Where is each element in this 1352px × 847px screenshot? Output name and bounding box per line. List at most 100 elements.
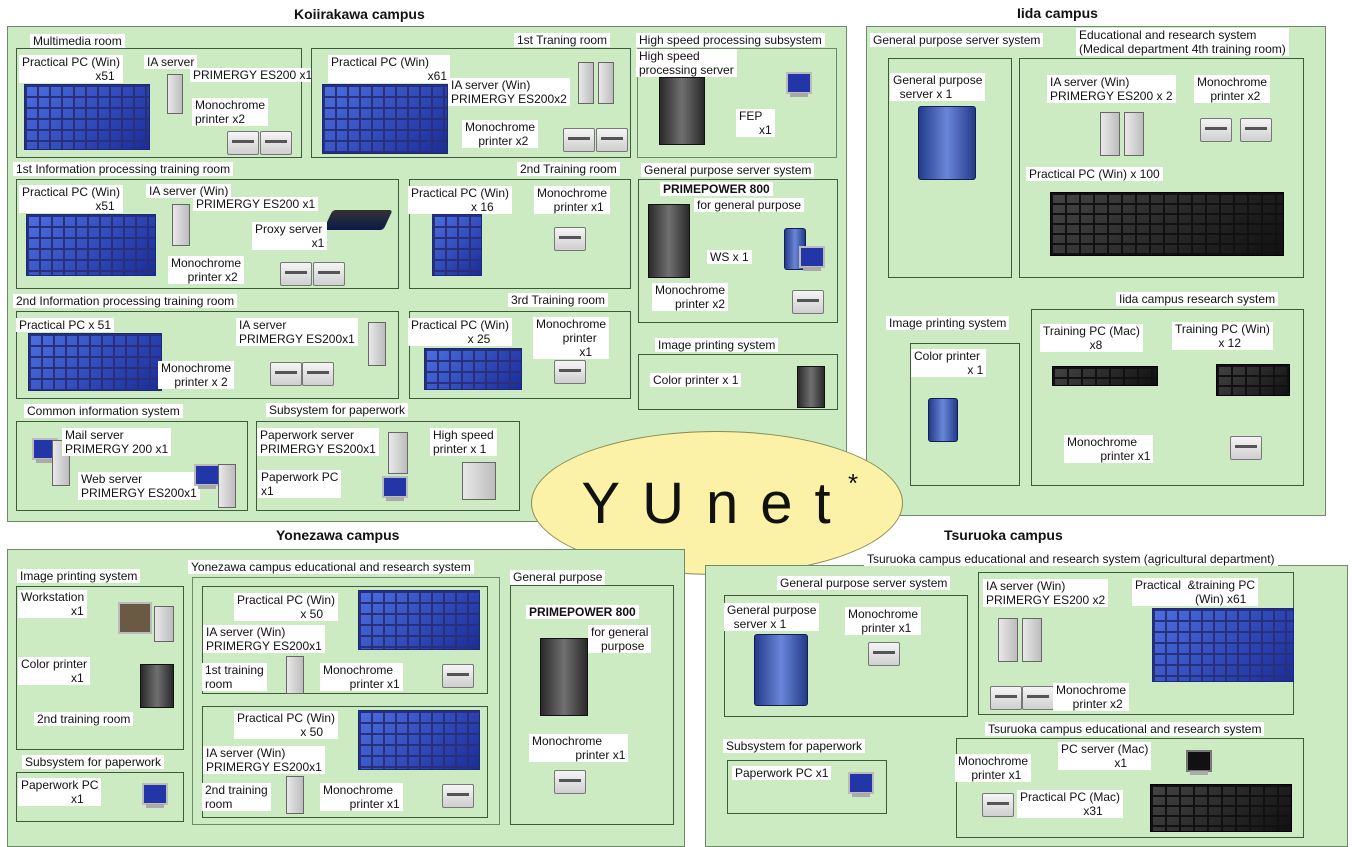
yon-paperwork-title: Subsystem for paperwork — [22, 755, 165, 769]
hsp-server-label: High speed processing server — [636, 49, 737, 77]
koi-color-printer — [797, 366, 825, 408]
info2-printer-label: Monochrome printer x 2 — [158, 361, 235, 389]
training1-printer-label: Monochrome printer x2 — [462, 120, 539, 148]
tsu-gps-title: General purpose server system — [777, 576, 951, 590]
tsu-edu-agri-printer-1 — [990, 686, 1022, 710]
training1-ia-label: IA server (Win) PRIMERGY ES200x2 — [448, 78, 570, 106]
koi-imgprint-title: Image printing system — [655, 338, 779, 352]
info2-ia-server — [368, 322, 386, 366]
training3-printer-label: Monochrome printer x1 — [533, 317, 610, 359]
tsu-gps-server-icon — [754, 634, 808, 706]
hsp-fep-label: FEP x1 — [736, 109, 775, 137]
yonezawa-campus-title: Yonezawa campus — [276, 527, 400, 543]
yunet-label: YUnet — [581, 471, 853, 536]
iida-research-printer: Monochrome printer x1 — [1064, 435, 1154, 463]
yon-r1-pc-grid — [358, 590, 480, 650]
training2-pc-grid — [432, 214, 482, 276]
yon-gps-printer: Monochrome printer x1 — [529, 734, 629, 762]
koi-gps-printer — [792, 290, 824, 314]
multimedia-room-title: Multimedia room — [30, 34, 125, 48]
yon-r2-ia: IA server (Win) PRIMERGY ES200x1 — [203, 746, 325, 774]
proxy-server-icon — [323, 210, 393, 230]
training3-title: 3rd Training room — [508, 293, 609, 307]
tsu-paperwork-title: Subsystem for paperwork — [723, 739, 866, 753]
tsuruoka-campus-title: Tsuruoka campus — [944, 527, 1063, 543]
tsu-gps-printer: Monochrome printer x1 — [845, 607, 922, 635]
iida-research-title: Iida campus research system — [1116, 292, 1279, 306]
yon-r1-ia: IA server (Win) PRIMERGY ES200x1 — [203, 625, 325, 653]
common-web-label: Web server PRIMERGY ES200x1 — [78, 472, 200, 500]
info1-pc-grid — [26, 214, 156, 276]
yon-color-printer — [140, 664, 174, 708]
tsu-ia-server-1 — [998, 618, 1018, 662]
multimedia-ia-label: IA server — [144, 55, 198, 69]
info2-ia-label: IA server PRIMERGY ES200x1 — [236, 318, 358, 346]
training1-pc-grid — [322, 84, 448, 154]
iida-research-mac: Training PC (Mac) x8 — [1040, 324, 1143, 352]
multimedia-pc-grid — [24, 84, 150, 150]
tsu-paperwork-pc: Paperwork PC x1 — [732, 766, 832, 780]
multimedia-printer-label: Monochrome printer x2 — [192, 98, 269, 126]
training2-title: 2nd Training room — [517, 162, 620, 176]
iida-edu-printer-2 — [1240, 118, 1272, 142]
koi-paperwork-title: Subsystem for paperwork — [266, 403, 409, 417]
iida-ia-server-2 — [1124, 112, 1144, 156]
yon-r2-pc-grid — [358, 710, 480, 770]
info2-pc-label: Practical PC x 51 — [16, 318, 115, 332]
tsu-edu-agri-printer: Monochrome printer x2 — [1053, 683, 1130, 711]
tsu-edu-agri-ia: IA server (Win) PRIMERGY ES200 x2 — [983, 579, 1109, 607]
yon-r2-printer-icon — [442, 784, 474, 808]
training1-title: 1st Traning room — [514, 33, 611, 47]
multimedia-printer-2 — [260, 131, 292, 155]
tsu-edu-agri-pc-grid — [1152, 608, 1294, 682]
iida-gps-server: General purpose server x 1 — [890, 73, 986, 101]
koiirakawa-campus-title: Koiirakawa campus — [294, 6, 425, 22]
multimedia-pc-label: Practical PC (Win) x51 — [19, 55, 124, 83]
common-mail-label: Mail server PRIMERGY 200 x1 — [62, 428, 172, 456]
info1-printer-2 — [313, 262, 345, 286]
iida-edu-pc-grid — [1050, 192, 1284, 256]
yon-r2-pc: Practical PC (Win) x 50 — [234, 711, 339, 739]
tsu-mac-pc-grid — [1150, 784, 1292, 832]
training2-printer — [554, 227, 586, 251]
training3-pc-grid — [424, 348, 522, 390]
yon-imgprint-title: Image printing system — [17, 569, 141, 583]
yunet-asterisk: * — [848, 468, 859, 498]
training2-pc-label: Practical PC (Win) x 16 — [408, 186, 513, 214]
iida-color-printer — [928, 398, 958, 442]
koi-primepower-server — [648, 204, 690, 278]
yon-imgprint-room2: 2nd training room — [34, 712, 134, 726]
iida-mac-pc-grid — [1052, 366, 1158, 386]
koi-gps-primepower-sub: for general purpose — [694, 198, 805, 212]
info1-printer-label: Monochrome printer x2 — [168, 256, 245, 284]
yon-workstation-tower — [154, 606, 174, 642]
info2-printer-2 — [302, 362, 334, 386]
yon-gps-printer-icon — [554, 770, 586, 794]
hsp-server — [659, 77, 705, 145]
tsu-edu-agri-printer-2 — [1022, 686, 1054, 710]
multimedia-ia-model: PRIMERGY ES200 x1 — [190, 68, 316, 82]
koi-hs-printer-icon — [462, 462, 496, 500]
yon-gps-box — [510, 585, 674, 825]
yon-gps-primepower-sub: for general purpose — [588, 625, 652, 653]
yon-edu-title: Yonezawa campus educational and research… — [188, 560, 474, 574]
iida-campus-title: Iida campus — [1017, 5, 1098, 21]
tsu-gps-server: General purpose server x 1 — [724, 603, 820, 631]
iida-win-pc-grid — [1216, 364, 1290, 396]
tsu-gps-printer-icon — [868, 642, 900, 666]
koi-imgprint-color: Color printer x 1 — [650, 373, 742, 387]
iida-edu-pc: Practical PC (Win) x 100 — [1026, 167, 1163, 181]
yon-r1-room: 1st training room — [202, 663, 267, 691]
tsu-edu-agri-pc: Practical &training PC (Win) x61 — [1132, 578, 1259, 606]
yon-r1-printer-icon — [442, 664, 474, 688]
yon-imgprint-ws: Workstation x1 — [18, 590, 88, 618]
iida-gps-server-icon — [918, 106, 976, 180]
info1-proxy-label: Proxy server x1 — [252, 222, 328, 250]
multimedia-ia-server — [167, 74, 183, 114]
info2-title: 2nd Information processing training room — [13, 294, 238, 308]
info1-pc-label: Practical PC (Win) x51 — [19, 185, 124, 213]
koi-gps-title: General purpose server system — [641, 163, 815, 177]
iida-imgprint-title: Image printing system — [886, 316, 1010, 330]
yunet-ellipse: YUnet * — [531, 431, 903, 575]
yon-r1-pc: Practical PC (Win) x 50 — [234, 593, 339, 621]
